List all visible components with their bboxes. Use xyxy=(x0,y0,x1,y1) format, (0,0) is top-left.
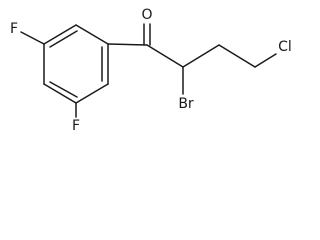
c-cl-bond xyxy=(254,53,277,68)
c-c-bond xyxy=(182,44,220,68)
bromine-label: Br xyxy=(178,96,194,112)
aryl-carbonyl-bond xyxy=(107,43,148,46)
ring-double-bond xyxy=(49,30,78,48)
c-f-bond-top xyxy=(20,31,45,45)
ring-bond xyxy=(75,83,109,104)
c-c-bond xyxy=(218,44,256,68)
chemical-structure-diagram: O F F Br Cl xyxy=(10,7,292,134)
chlorine-label: Cl xyxy=(278,39,292,55)
fluorine-label-bottom: F xyxy=(72,118,80,134)
ring-bond xyxy=(43,83,77,104)
oxygen-label: O xyxy=(141,7,152,23)
c-c-bond xyxy=(146,44,184,68)
ring-bond xyxy=(43,24,77,45)
fluorine-label-top: F xyxy=(10,21,18,37)
ring-bond xyxy=(75,24,109,45)
ring-double-bond xyxy=(49,81,78,98)
